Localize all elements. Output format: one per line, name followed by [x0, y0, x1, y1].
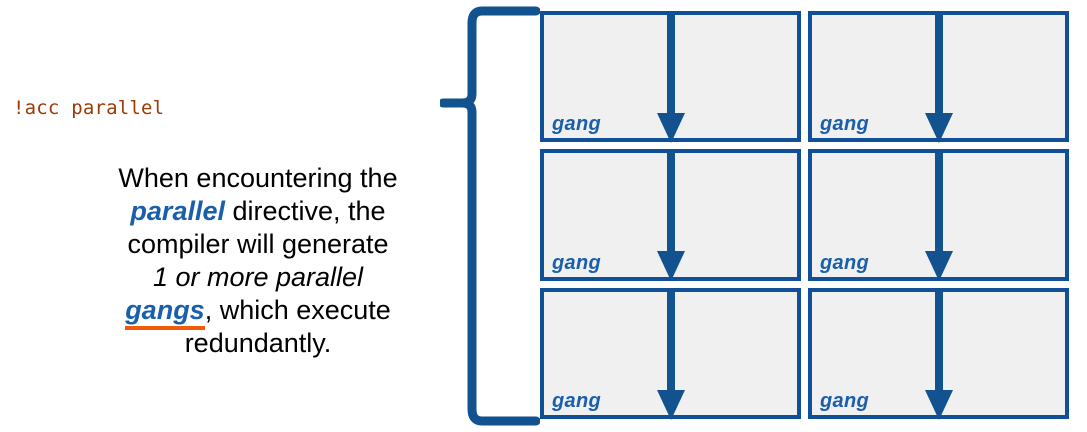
- description-text-block: When encountering the parallel directive…: [78, 162, 438, 360]
- gang-box-4[interactable]: gang: [808, 149, 1069, 283]
- description-line-3-text: compiler will generate: [127, 229, 389, 259]
- description-line-1: When encountering the: [78, 162, 438, 195]
- gang-box-3[interactable]: gang: [540, 149, 801, 283]
- gang-label: gang: [552, 113, 601, 136]
- description-line-4-text: 1 or more parallel: [152, 262, 364, 292]
- keyword-gangs: gangs: [125, 295, 205, 330]
- gang-grid: gang gang gang: [540, 11, 1069, 422]
- gang-box-1[interactable]: gang: [540, 11, 801, 145]
- down-arrow-icon: [654, 151, 688, 283]
- down-arrow-icon: [922, 13, 956, 145]
- down-arrow-icon: [654, 289, 688, 422]
- description-line-5-text: , which execute: [204, 295, 391, 325]
- left-curly-brace-icon: [438, 2, 541, 430]
- gang-label: gang: [552, 389, 601, 412]
- down-arrow-icon: [922, 151, 956, 283]
- description-line-5: gangs, which execute: [78, 294, 438, 330]
- description-line-2: parallel directive, the: [78, 195, 438, 228]
- description-line-6-text: redundantly.: [184, 328, 332, 358]
- gang-box-6[interactable]: gang: [808, 287, 1069, 422]
- description-line-6: redundantly.: [78, 327, 438, 360]
- gang-label: gang: [552, 251, 601, 274]
- left-panel: !acc parallel When encountering the para…: [0, 0, 460, 432]
- gang-label: gang: [820, 113, 869, 136]
- keyword-parallel: parallel: [130, 196, 225, 226]
- code-directive-text: !acc parallel: [13, 97, 165, 119]
- brace-svg: [438, 6, 541, 426]
- gang-box-2[interactable]: gang: [808, 11, 1069, 145]
- gang-label: gang: [820, 251, 869, 274]
- description-line-3: compiler will generate: [78, 228, 438, 261]
- down-arrow-icon: [654, 13, 688, 145]
- description-line-1-text: When encountering the: [118, 163, 398, 193]
- gang-box-5[interactable]: gang: [540, 287, 801, 422]
- gang-label: gang: [820, 389, 869, 412]
- description-line-2-text: directive, the: [224, 196, 386, 226]
- down-arrow-icon: [922, 289, 956, 422]
- description-line-4: 1 or more parallel: [78, 261, 438, 294]
